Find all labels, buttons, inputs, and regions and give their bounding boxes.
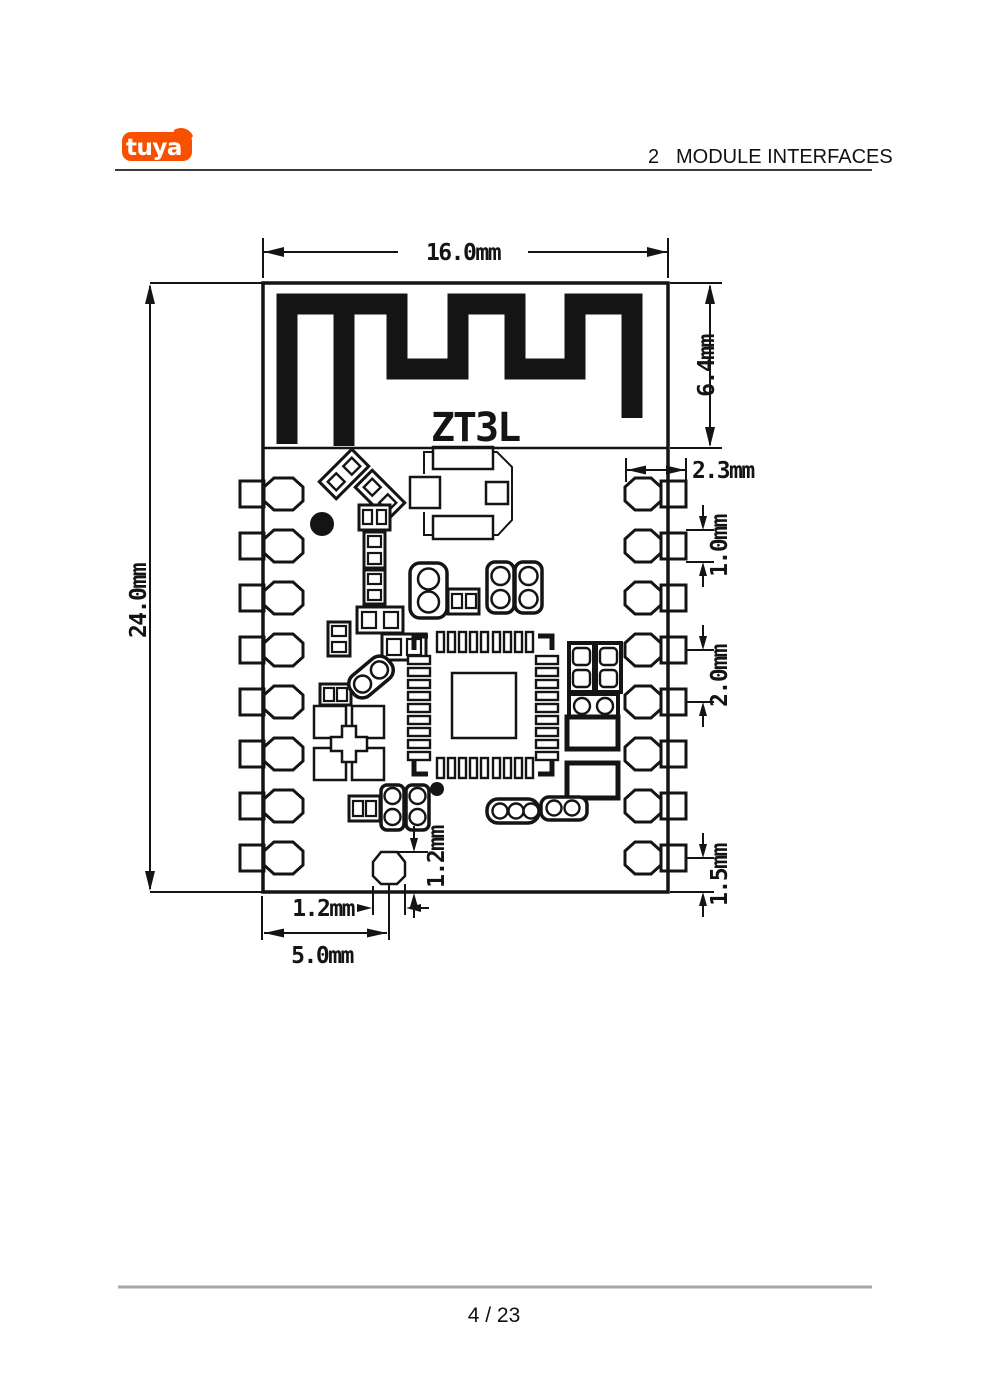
left-pins: [238, 476, 305, 876]
dim-notch-height: 1.2mm: [397, 825, 450, 918]
tuya-logo-text: tuya: [126, 135, 182, 161]
page-footer: 4 / 23: [118, 1285, 872, 1327]
dimensions: 16.0mm 24.0mm 6.4mm 2.3mm: [126, 238, 756, 969]
dim-pad-width: 1.0mm: [686, 505, 733, 587]
section-number: 2: [648, 146, 659, 168]
tuya-logo-box: [122, 132, 192, 161]
dim-notch-position: 5.0mm: [261, 884, 390, 969]
bottom-notch: [371, 850, 407, 886]
castellated-pins: [238, 476, 688, 876]
dim-notch-height-label: 1.2mm: [424, 825, 450, 887]
dim-pin-pitch: 2.0mm: [686, 625, 733, 727]
dim-bottom-pin-offset: 1.5mm: [670, 833, 733, 917]
module-label: ZT3L: [431, 405, 520, 451]
board-outline: [261, 281, 670, 894]
dim-pin-length-label: 2.3mm: [692, 458, 754, 484]
passive-chain: [355, 503, 428, 662]
right-pins: [623, 476, 688, 876]
ic-body: [450, 671, 518, 740]
chip-pad: [330, 640, 348, 654]
dim-antenna-height-label: 6.4mm: [694, 334, 720, 396]
dim-pin-length: 2.3mm: [625, 458, 756, 484]
section-title: MODULE INTERFACES: [676, 146, 893, 168]
dim-notch-width-label: 1.2mm: [292, 896, 354, 922]
dim-height: 24.0mm: [126, 282, 262, 893]
dim-width: 16.0mm: [262, 238, 669, 278]
diagonal-chip: [353, 468, 407, 522]
pcb-components: [310, 445, 623, 832]
dim-notch-position-label: 5.0mm: [291, 943, 353, 969]
page-header: tuya 2 MODULE INTERFACES: [115, 128, 893, 171]
module-dimension-diagram: ZT3L 16.0mm 24.0mm 6.4mm: [126, 238, 756, 969]
via-dot: [310, 512, 334, 536]
inductor-cluster: [312, 654, 395, 782]
dim-antenna-height: 6.4mm: [670, 282, 722, 449]
page-indicator: 4 / 23: [468, 1304, 521, 1327]
dim-width-label: 16.0mm: [426, 240, 501, 266]
dim-height-label: 24.0mm: [126, 563, 152, 638]
mid-components: [408, 560, 544, 620]
dim-bottom-pin-offset-label: 1.5mm: [707, 843, 733, 905]
dim-notch-width: 1.2mm: [292, 884, 429, 922]
pin1-dot: [430, 782, 444, 796]
tuya-logo-wave-icon: [173, 128, 193, 141]
diagonal-chip: [317, 447, 371, 501]
dim-pin-pitch-label: 2.0mm: [707, 644, 733, 706]
ic-footprint: [406, 630, 560, 796]
tuya-logo: tuya: [122, 128, 193, 161]
crystal-footprint: [408, 445, 513, 541]
dim-pad-width-label: 1.0mm: [707, 514, 733, 576]
bottom-components: [347, 783, 589, 832]
antenna-trace: [276, 293, 643, 446]
right-components: [564, 641, 623, 801]
section-heading: 2 MODULE INTERFACES: [648, 146, 893, 168]
chip-pad: [330, 624, 348, 638]
